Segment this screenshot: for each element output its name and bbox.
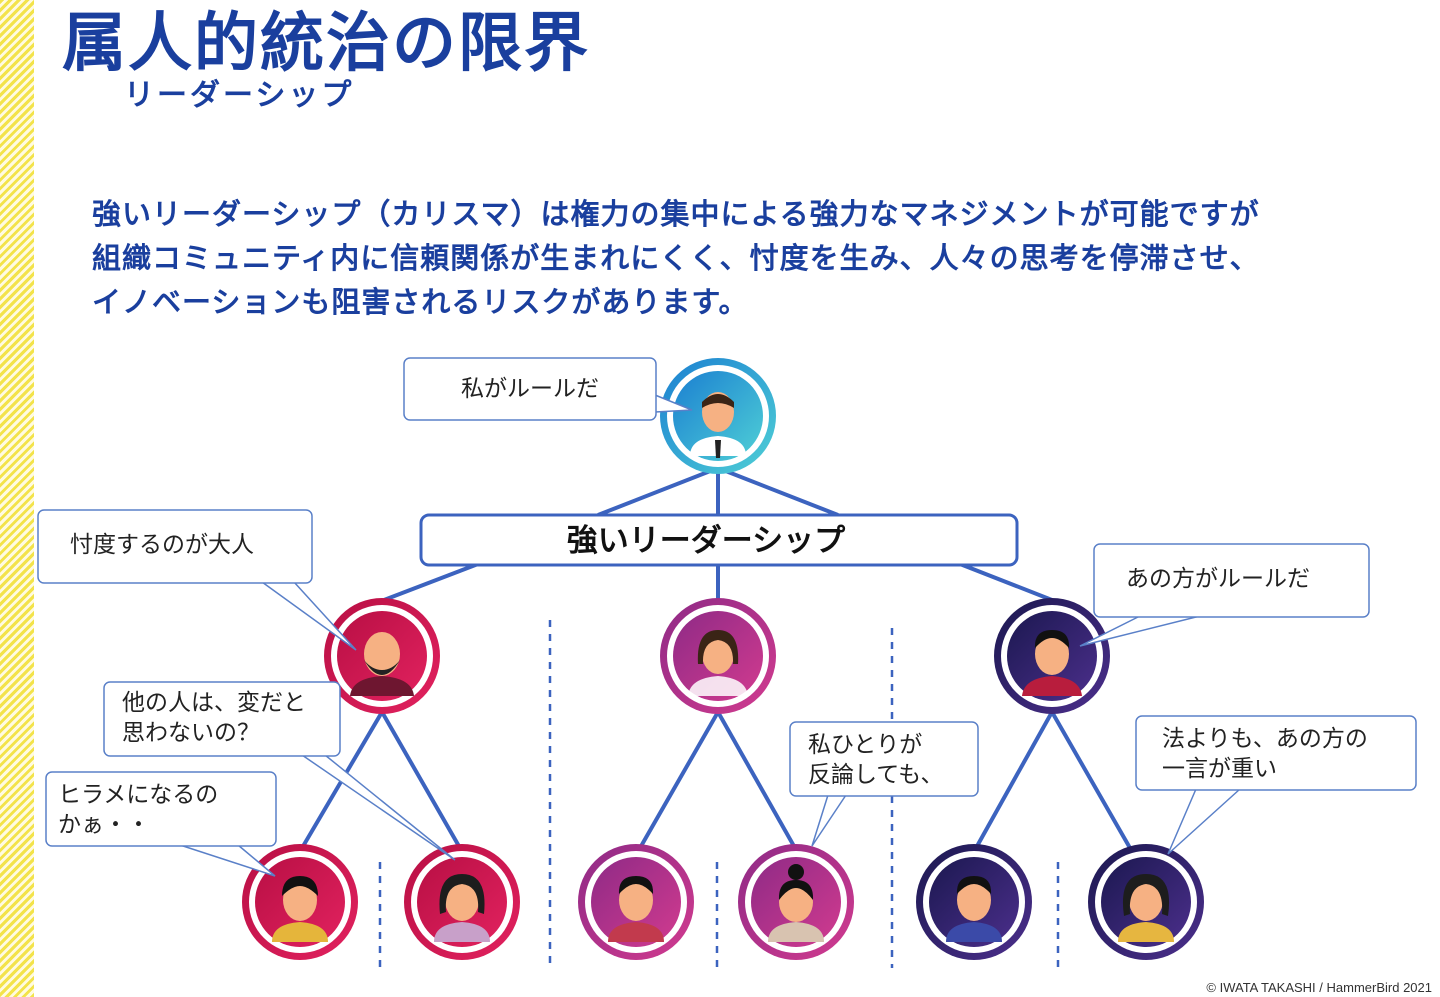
member-avatar-1 [242, 844, 358, 960]
lead-line-1: 強いリーダーシップ（カリスマ）は権力の集中による強力なマネジメントが可能ですが [92, 197, 1260, 231]
speech-bubble-right-manager: あの方がルールだ [1079, 543, 1370, 647]
leadership-box: 強いリーダーシップ [419, 513, 1019, 567]
lead-text: 強いリーダーシップ（カリスマ）は権力の集中による強力なマネジメントが可能ですが … [92, 192, 1412, 324]
manager-avatar-center [660, 598, 776, 714]
svg-text:反論しても、: 反論しても、 [808, 762, 943, 788]
member-avatar-4 [738, 844, 854, 960]
side-stripe [0, 0, 34, 997]
speech-bubble-leader: 私がルールだ [403, 357, 693, 421]
speech-bubble-left-manager: 忖度するのが大人 [37, 509, 357, 651]
svg-text:忖度するのが大人: 忖度するのが大人 [70, 532, 254, 558]
svg-text:私がルールだ: 私がルールだ [461, 376, 599, 402]
copyright-notice: © IWATA TAKASHI / HammerBird 2021 [1206, 980, 1432, 995]
member-avatar-3 [578, 844, 694, 960]
leadership-box-label: 強いリーダーシップ [567, 523, 846, 559]
lead-line-2: 組織コミュニティ内に信頼関係が生まれにくく、忖度を生み、人々の思考を停滞させ、 [92, 241, 1260, 275]
member-avatar-5 [916, 844, 1032, 960]
svg-text:一言が重い: 一言が重い [1162, 756, 1277, 782]
page-title: 属人的統治の限界 [62, 7, 590, 81]
speech-bubble-right-member: 法よりも、あの方の 一言が重い [1135, 715, 1417, 855]
page-subtitle: リーダーシップ [124, 78, 355, 113]
member-avatar-2 [404, 844, 520, 960]
speech-bubble-left-member-a: 他の人は、変だと 思わないの？ [103, 681, 456, 861]
speech-bubble-center-member: 私ひとりが 反論しても、 [789, 721, 979, 847]
leader-avatar [660, 358, 776, 474]
svg-text:かぁ・・: かぁ・・ [58, 812, 150, 838]
speech-bubble-left-member-b: ヒラメになるの かぁ・・ [45, 771, 277, 877]
group-dividers [378, 620, 1060, 968]
manager-avatar-left [324, 598, 440, 714]
svg-text:思わないの？: 思わないの？ [122, 720, 260, 746]
svg-text:私ひとりが: 私ひとりが [808, 732, 922, 758]
svg-text:法よりも、あの方の: 法よりも、あの方の [1162, 726, 1368, 752]
svg-text:他の人は、変だと: 他の人は、変だと [122, 690, 306, 716]
manager-avatar-right [994, 598, 1110, 714]
lead-line-3: イノベーションも阻害されるリスクがあります。 [92, 285, 749, 319]
svg-text:ヒラメになるの: ヒラメになるの [58, 782, 218, 808]
member-avatar-6 [1088, 844, 1204, 960]
svg-text:あの方がルールだ: あの方がルールだ [1126, 566, 1310, 592]
